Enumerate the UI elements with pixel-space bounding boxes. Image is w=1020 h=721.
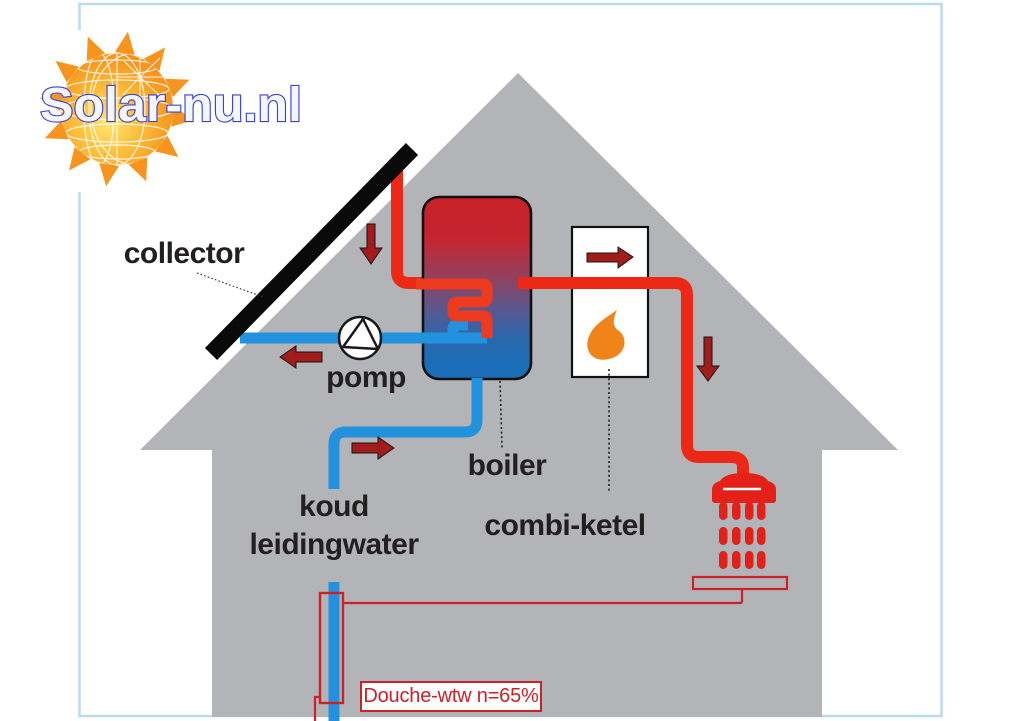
cold-water-pipe-upper: [328, 378, 483, 489]
water-drops: [719, 502, 766, 569]
pump-label: pomp: [326, 361, 406, 394]
combi-ketel-label: combi-ketel: [484, 509, 646, 542]
shower-tray: [691, 575, 789, 591]
hot-pipe-collector-to-boiler: [391, 166, 436, 289]
flow-arrows: [279, 223, 720, 460]
flow-arrow-down-shower: [696, 336, 720, 382]
douche-wtw-unit: [318, 591, 345, 705]
flow-arrow-right-coldwater: [351, 436, 395, 460]
flow-arrow-right-combi: [586, 246, 634, 269]
sun-rays: [39, 31, 195, 187]
pump-icon: [337, 315, 383, 361]
boiler-label: boiler: [467, 449, 547, 482]
collector-bar: [204, 143, 419, 360]
drain-outlet-line: [313, 695, 320, 721]
flow-arrow-left-pump: [279, 345, 323, 369]
coil-blue-bend: [447, 319, 468, 338]
boiler-leader-line: [499, 380, 503, 449]
cold-water-label-line1: koud: [299, 490, 369, 523]
drain-line: [343, 589, 744, 605]
logo-wordmark: Solar-nu.nl: [40, 79, 302, 132]
douche-wtw-label: Douche-wtw n=65%: [360, 681, 542, 712]
collector-label: collector: [123, 237, 245, 270]
sun-starburst: [117, 50, 167, 101]
shower-icon: [712, 473, 776, 570]
cold-water-label-line2: leidingwater: [249, 528, 419, 561]
hot-pipe-boiler-to-shower: [518, 277, 749, 481]
flame-icon: [587, 310, 625, 360]
flow-arrow-down-collector: [359, 223, 383, 265]
collector-leader-line: [196, 272, 264, 298]
logo: Solar-nu.nl: [38, 30, 310, 192]
heat-exchanger-coil: [416, 278, 493, 338]
